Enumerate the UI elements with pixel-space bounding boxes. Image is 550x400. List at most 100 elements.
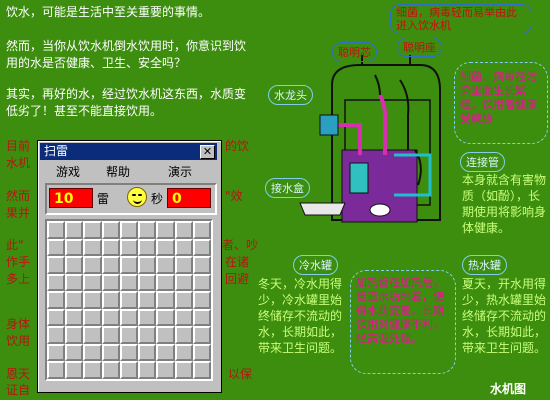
- mine-cell[interactable]: [65, 273, 84, 292]
- mine-cell[interactable]: [119, 361, 139, 379]
- mine-cell[interactable]: [174, 326, 193, 344]
- mine-cell[interactable]: [47, 308, 66, 327]
- mine-cell[interactable]: [65, 308, 84, 327]
- mine-cell[interactable]: [192, 308, 211, 327]
- mine-cell[interactable]: [138, 308, 157, 327]
- mine-cell[interactable]: [156, 256, 175, 274]
- mine-cell[interactable]: [65, 238, 84, 257]
- mine-cell[interactable]: [65, 361, 84, 379]
- mine-cell[interactable]: [138, 256, 157, 274]
- intro-paragraph-1: 饮水，可能是生活中至关重要的事情。: [6, 5, 211, 19]
- mine-cell[interactable]: [119, 308, 139, 327]
- mine-cell[interactable]: [83, 221, 102, 239]
- mine-cell[interactable]: [156, 221, 175, 239]
- mine-cell[interactable]: [192, 273, 211, 292]
- mine-cell[interactable]: [47, 326, 66, 344]
- mine-cell[interactable]: [192, 343, 211, 362]
- mine-cell[interactable]: [174, 238, 193, 257]
- mine-cell[interactable]: [83, 273, 102, 292]
- mine-cell[interactable]: [174, 273, 193, 292]
- mine-cell[interactable]: [156, 273, 175, 292]
- mine-cell[interactable]: [83, 343, 102, 362]
- mine-cell[interactable]: [138, 361, 157, 379]
- mine-cell[interactable]: [101, 343, 120, 362]
- mine-cell[interactable]: [119, 326, 139, 344]
- mine-cell[interactable]: [65, 256, 84, 274]
- mine-cell[interactable]: [65, 343, 84, 362]
- mine-cell[interactable]: [47, 221, 66, 239]
- callout-connector-pipe: 连接管: [460, 152, 505, 172]
- mine-cell[interactable]: [174, 308, 193, 327]
- mine-cell[interactable]: [119, 291, 139, 309]
- mine-cell[interactable]: [101, 273, 120, 292]
- mine-cell[interactable]: [47, 361, 66, 379]
- mine-cell[interactable]: [65, 221, 84, 239]
- mine-cell[interactable]: [119, 221, 139, 239]
- mine-cell[interactable]: [156, 238, 175, 257]
- mine-cell[interactable]: [47, 256, 66, 274]
- mine-cell[interactable]: [101, 291, 120, 309]
- mine-cell[interactable]: [192, 291, 211, 309]
- mine-cell[interactable]: [101, 361, 120, 379]
- mine-cell[interactable]: [119, 273, 139, 292]
- mine-cell[interactable]: [156, 361, 175, 379]
- hidden-text-fragment: 回避: [225, 272, 250, 286]
- mine-cell[interactable]: [138, 273, 157, 292]
- mine-cell[interactable]: [138, 221, 157, 239]
- mine-cell[interactable]: [138, 326, 157, 344]
- mine-cell[interactable]: [156, 291, 175, 309]
- mine-cell[interactable]: [192, 256, 211, 274]
- hidden-text-fragment: 身体: [6, 317, 31, 331]
- mine-cell[interactable]: [156, 326, 175, 344]
- minesweeper-titlebar[interactable]: 扫雷 ✕: [40, 143, 217, 160]
- mine-cell[interactable]: [174, 221, 193, 239]
- mine-cell[interactable]: [47, 291, 66, 309]
- mine-cell[interactable]: [174, 361, 193, 379]
- mine-cell[interactable]: [83, 326, 102, 344]
- hidden-text-fragment: 果并: [6, 206, 31, 220]
- mine-cell[interactable]: [47, 273, 66, 292]
- mine-cell[interactable]: [47, 343, 66, 362]
- mine-cell[interactable]: [101, 256, 120, 274]
- mine-cell[interactable]: [156, 308, 175, 327]
- mine-cell[interactable]: [138, 343, 157, 362]
- hidden-text-fragment: 在诸: [225, 255, 250, 269]
- mine-cell[interactable]: [174, 291, 193, 309]
- mine-cell[interactable]: [83, 308, 102, 327]
- mine-cell[interactable]: [47, 238, 66, 257]
- mine-cell[interactable]: [138, 291, 157, 309]
- menu-help[interactable]: 帮助: [106, 165, 131, 179]
- intro-paragraph-2: 然而，当你从饮水机倒水饮用时，你意识到饮用的水是否健康、卫生、安全吗？: [6, 39, 247, 70]
- menu-demo[interactable]: 演示: [168, 165, 193, 179]
- mine-cell[interactable]: [119, 238, 139, 257]
- mine-cell[interactable]: [83, 291, 102, 309]
- menu-game[interactable]: 游戏: [56, 165, 81, 179]
- mine-cell[interactable]: [119, 343, 139, 362]
- callout-bacteria-entry: 细菌，病毒轻而易举由此进入饮水机: [390, 4, 532, 34]
- mine-cell[interactable]: [192, 326, 211, 344]
- mine-cell[interactable]: [83, 256, 102, 274]
- mine-cell[interactable]: [192, 361, 211, 379]
- mine-cell[interactable]: [83, 238, 102, 257]
- mine-cell[interactable]: [174, 343, 193, 362]
- callout-cold-tank: 冷水罐: [293, 255, 338, 275]
- mine-cell[interactable]: [65, 291, 84, 309]
- water-dispenser-illustration: [299, 55, 441, 223]
- close-button[interactable]: ✕: [200, 145, 215, 159]
- mine-cell[interactable]: [65, 326, 84, 344]
- smiley-face-icon[interactable]: [127, 187, 147, 207]
- mine-cell[interactable]: [101, 326, 120, 344]
- mine-cell[interactable]: [156, 343, 175, 362]
- hidden-text-fragment: 恩天: [6, 367, 31, 381]
- mine-cell[interactable]: [119, 256, 139, 274]
- minesweeper-window[interactable]: 扫雷 ✕ 游戏 帮助 演示 10 雷 秒 0: [37, 140, 222, 393]
- mine-cell[interactable]: [174, 256, 193, 274]
- mine-cell[interactable]: [101, 238, 120, 257]
- mine-cell[interactable]: [192, 221, 211, 239]
- mine-cell[interactable]: [101, 221, 120, 239]
- mine-cell[interactable]: [101, 308, 120, 327]
- mine-cell[interactable]: [192, 238, 211, 257]
- hidden-text-fragment: 此": [6, 238, 24, 252]
- mine-cell[interactable]: [83, 361, 102, 379]
- mine-cell[interactable]: [138, 238, 157, 257]
